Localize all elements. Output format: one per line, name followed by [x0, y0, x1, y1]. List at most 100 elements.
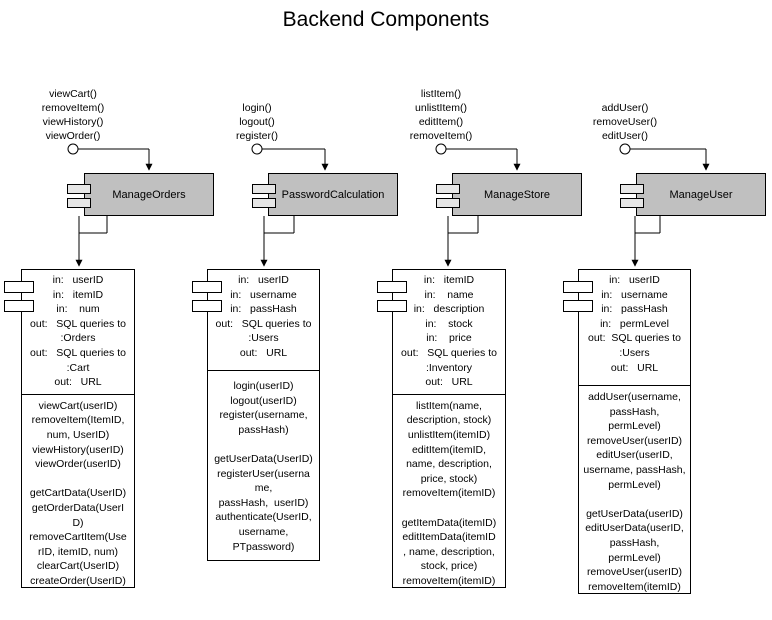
- attribute: in: passHash: [230, 303, 297, 316]
- attribute: out: SQL queries to: [215, 317, 312, 330]
- component-port-icon: [67, 184, 91, 194]
- manageorders-component[interactable]: ManageOrders: [84, 173, 214, 216]
- operation: username,: [238, 525, 289, 538]
- operation: register(username,: [219, 409, 308, 422]
- attribute: in: username: [601, 288, 668, 301]
- operation: rID, itemID, num): [38, 545, 118, 558]
- class-port-icon: [192, 300, 222, 312]
- operation: removeItem(itemID): [402, 487, 496, 500]
- attribute: in: stock: [425, 317, 473, 330]
- operation: me,: [254, 482, 273, 495]
- operation: num, UserID): [46, 428, 110, 441]
- component-name: ManageStore: [483, 188, 551, 201]
- operation: description, stock): [406, 414, 492, 427]
- operation: removeItem(ItemID,: [31, 414, 125, 427]
- class-port-icon: [377, 300, 407, 312]
- operation: editItemData(itemID: [402, 531, 496, 544]
- operation: clearCart(UserID): [36, 560, 120, 573]
- attribute: in: passHash: [601, 303, 668, 316]
- attribute: out: URL: [425, 376, 473, 389]
- operation: authenticate(UserID,: [215, 511, 312, 524]
- attribute: in: userID: [609, 274, 660, 286]
- attribute: :Inventory: [425, 361, 473, 374]
- interface-method: editItem(): [418, 116, 464, 128]
- separator: [395, 501, 503, 516]
- component-port-icon: [436, 184, 460, 194]
- manageorders-class-box[interactable]: in: userID in: itemID in: num out: SQL q…: [21, 269, 135, 588]
- operation: login(userID): [233, 380, 294, 392]
- operation: viewOrder(userID): [35, 458, 121, 471]
- operation: logout(userID): [230, 394, 297, 407]
- passwordcalculation-component[interactable]: PasswordCalculation: [268, 173, 398, 216]
- operation: passHash): [238, 423, 289, 436]
- attribute: in: name: [424, 288, 474, 301]
- separator: [210, 437, 317, 452]
- operation: D): [72, 516, 84, 529]
- manageuser-component[interactable]: ManageUser: [636, 173, 766, 216]
- attribute: :Cart: [66, 361, 90, 374]
- operation: listItem(name,: [416, 399, 482, 412]
- passwordcalculation-class-box[interactable]: in: userID in: username in: passHash out…: [207, 269, 320, 561]
- operation: passHash,: [609, 536, 660, 549]
- provided-interface-icon: [251, 143, 263, 155]
- component-port-icon: [252, 184, 276, 194]
- class-port-icon: [4, 300, 34, 312]
- operation: name, description,: [406, 458, 492, 471]
- attribute: in: userID: [52, 274, 104, 286]
- operation: createOrder(UserID): [30, 574, 126, 587]
- attribute: in: userID: [238, 274, 289, 286]
- interface-method: viewOrder(): [45, 130, 101, 142]
- operations-section: listItem(name, description, stock) unlis…: [393, 395, 505, 593]
- operation: stock, price): [420, 560, 478, 573]
- interface-method: removeItem(): [41, 102, 105, 114]
- interface-method: viewCart(): [49, 88, 97, 100]
- attributes-section: in: userID in: itemID in: num out: SQL q…: [22, 270, 134, 395]
- attribute: in: price: [426, 332, 472, 345]
- operation: unlistItem(itemID): [407, 428, 491, 441]
- operation: PTpassword): [232, 540, 295, 553]
- class-port-icon: [563, 300, 593, 312]
- attribute: :Orders: [60, 332, 96, 345]
- attribute: in: num: [56, 303, 100, 316]
- operation: removeUser(userID): [586, 566, 683, 579]
- operation: removeUser(userID): [586, 434, 683, 447]
- managestore-interface-list: listItem() unlistItem() editItem() remov…: [386, 87, 496, 143]
- attribute: out: URL: [239, 346, 288, 359]
- attribute: in: username: [230, 288, 297, 301]
- operation: registerUser(userna: [217, 467, 310, 480]
- operation: passHash,: [609, 405, 660, 418]
- attributes-section: in: userID in: username in: passHash in:…: [579, 270, 690, 386]
- interface-method: viewHistory(): [42, 116, 104, 128]
- operation: editItem(itemID,: [411, 443, 487, 456]
- provided-interface-icon: [435, 143, 447, 155]
- interface-method: unlistItem(): [415, 102, 467, 114]
- attribute: out: SQL queries to: [401, 346, 497, 359]
- component-name: ManageUser: [669, 188, 733, 201]
- operation: price, stock): [420, 472, 478, 485]
- operation: editUserData(userID,: [585, 522, 684, 535]
- operation: removeItem(itemID): [402, 574, 496, 587]
- managestore-component[interactable]: ManageStore: [452, 173, 582, 216]
- interface-method: login(): [242, 102, 272, 114]
- operation: removeItem(itemID): [588, 580, 681, 593]
- separator: [24, 472, 132, 487]
- separator: [581, 492, 688, 507]
- interface-method: removeItem(): [409, 130, 473, 142]
- attribute: in: permLevel: [600, 317, 669, 330]
- operation: permLevel): [608, 551, 661, 564]
- operation: removeCartItem(Use: [29, 531, 127, 544]
- interface-method: editUser(): [601, 130, 649, 142]
- provided-interface-icon: [619, 143, 631, 155]
- class-port-icon: [192, 281, 222, 293]
- attribute: in: itemID: [423, 274, 475, 286]
- manageuser-class-box[interactable]: in: userID in: username in: passHash in:…: [578, 269, 691, 594]
- attribute: out: URL: [610, 361, 659, 374]
- attribute: :Users: [248, 332, 279, 345]
- attribute: out: SQL queries to: [30, 346, 126, 359]
- passwordcalculation-connectors: [251, 143, 329, 267]
- class-port-icon: [4, 281, 34, 293]
- component-port-icon: [620, 198, 644, 208]
- operation: getUserData(UserID): [214, 452, 313, 465]
- manageorders-interface-list: viewCart() removeItem() viewHistory() vi…: [18, 87, 128, 143]
- managestore-class-box[interactable]: in: itemID in: name in: description in: …: [392, 269, 506, 588]
